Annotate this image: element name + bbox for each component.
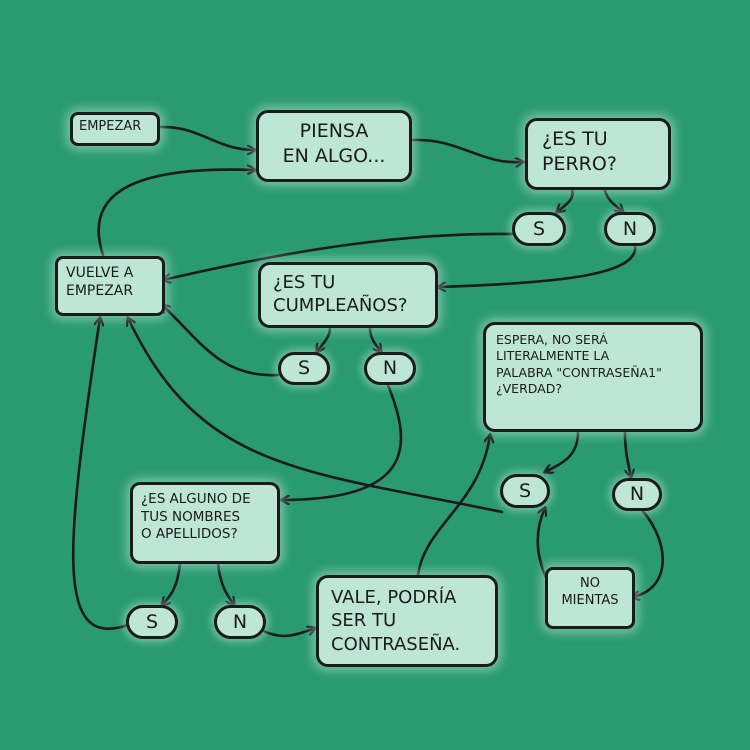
- names-no-pill: N: [214, 605, 266, 639]
- dog-yes-label: S: [532, 218, 546, 240]
- birthday-question-box: ¿ES TU CUMPLEAÑOS?: [258, 262, 438, 328]
- arrow-names-to-s: [162, 561, 182, 605]
- arrow-birthday-to-n: [368, 326, 381, 352]
- names-no-label: N: [232, 611, 248, 633]
- birthday-question-label: ¿ES TU CUMPLEAÑOS?: [273, 272, 408, 317]
- birthday-yes-pill: S: [278, 352, 330, 385]
- dog-question-label: ¿ES TU PERRO?: [542, 128, 617, 175]
- arrow-birthday-no-to-names: [282, 383, 403, 500]
- arrow-dog-no-to-birthday: [438, 243, 637, 287]
- literal-password-question-label: ESPERA, NO SERÁ LITERALMENTE LA PALABRA …: [496, 332, 662, 396]
- birthday-no-label: N: [382, 357, 398, 379]
- literal-yes-label: S: [518, 480, 532, 502]
- start-label: EMPEZAR: [79, 119, 142, 134]
- arrow-names-yes-to-restart: [71, 318, 130, 631]
- arrow-birthday-to-s: [317, 326, 332, 352]
- dog-question-box: ¿ES TU PERRO?: [525, 118, 671, 190]
- arrow-literal-to-s: [545, 430, 580, 472]
- names-yes-label: S: [145, 611, 159, 633]
- literal-no-pill: N: [612, 478, 662, 511]
- valid-password-box: VALE, PODRÍA SER TU CONTRASEÑA.: [316, 575, 498, 667]
- arrow-nolie-to-literal-yes: [536, 508, 550, 584]
- literal-no-label: N: [629, 483, 645, 505]
- arrow-dog-yes-to-restart: [163, 232, 514, 280]
- dont-lie-label: NO MIENTAS: [561, 576, 619, 608]
- arrow-literal-no-to-nolie: [632, 508, 664, 597]
- arrow-restart-to-think: [97, 170, 255, 257]
- names-question-label: ¿ES ALGUNO DE TUS NOMBRES O APELLIDOS?: [141, 491, 251, 543]
- literal-yes-pill: S: [500, 474, 550, 508]
- think-box: PIENSA EN ALGO...: [256, 110, 412, 182]
- arrow-birthday-yes-to-restart: [162, 305, 280, 377]
- dog-no-label: N: [622, 218, 638, 240]
- valid-password-label: VALE, PODRÍA SER TU CONTRASEÑA.: [331, 587, 461, 655]
- names-question-box: ¿ES ALGUNO DE TUS NOMBRES O APELLIDOS?: [130, 482, 280, 564]
- arrow-names-to-n: [216, 561, 234, 605]
- birthday-no-pill: N: [364, 352, 416, 385]
- birthday-yes-label: S: [297, 357, 311, 379]
- arrow-literal-to-n: [623, 430, 631, 477]
- arrow-dog-to-s: [557, 188, 574, 212]
- restart-box: VUELVE A EMPEZAR: [55, 256, 165, 316]
- names-yes-pill: S: [126, 605, 178, 639]
- dog-no-pill: N: [604, 212, 656, 246]
- arrow-valid-to-literal: [416, 435, 490, 577]
- arrow-literal-yes-to-restart: [128, 318, 504, 514]
- arrow-think-to-dog: [410, 138, 523, 162]
- restart-label: VUELVE A EMPEZAR: [66, 265, 134, 300]
- arrow-dog-to-n: [603, 188, 623, 212]
- literal-password-question-box: ESPERA, NO SERÁ LITERALMENTE LA PALABRA …: [483, 322, 703, 432]
- arrow-names-no-to-valid: [260, 628, 315, 638]
- arrow-start-to-think: [156, 125, 255, 150]
- dont-lie-box: NO MIENTAS: [545, 567, 635, 629]
- dog-yes-pill: S: [512, 212, 566, 246]
- start-box: EMPEZAR: [70, 112, 160, 146]
- think-label: PIENSA EN ALGO...: [282, 120, 386, 167]
